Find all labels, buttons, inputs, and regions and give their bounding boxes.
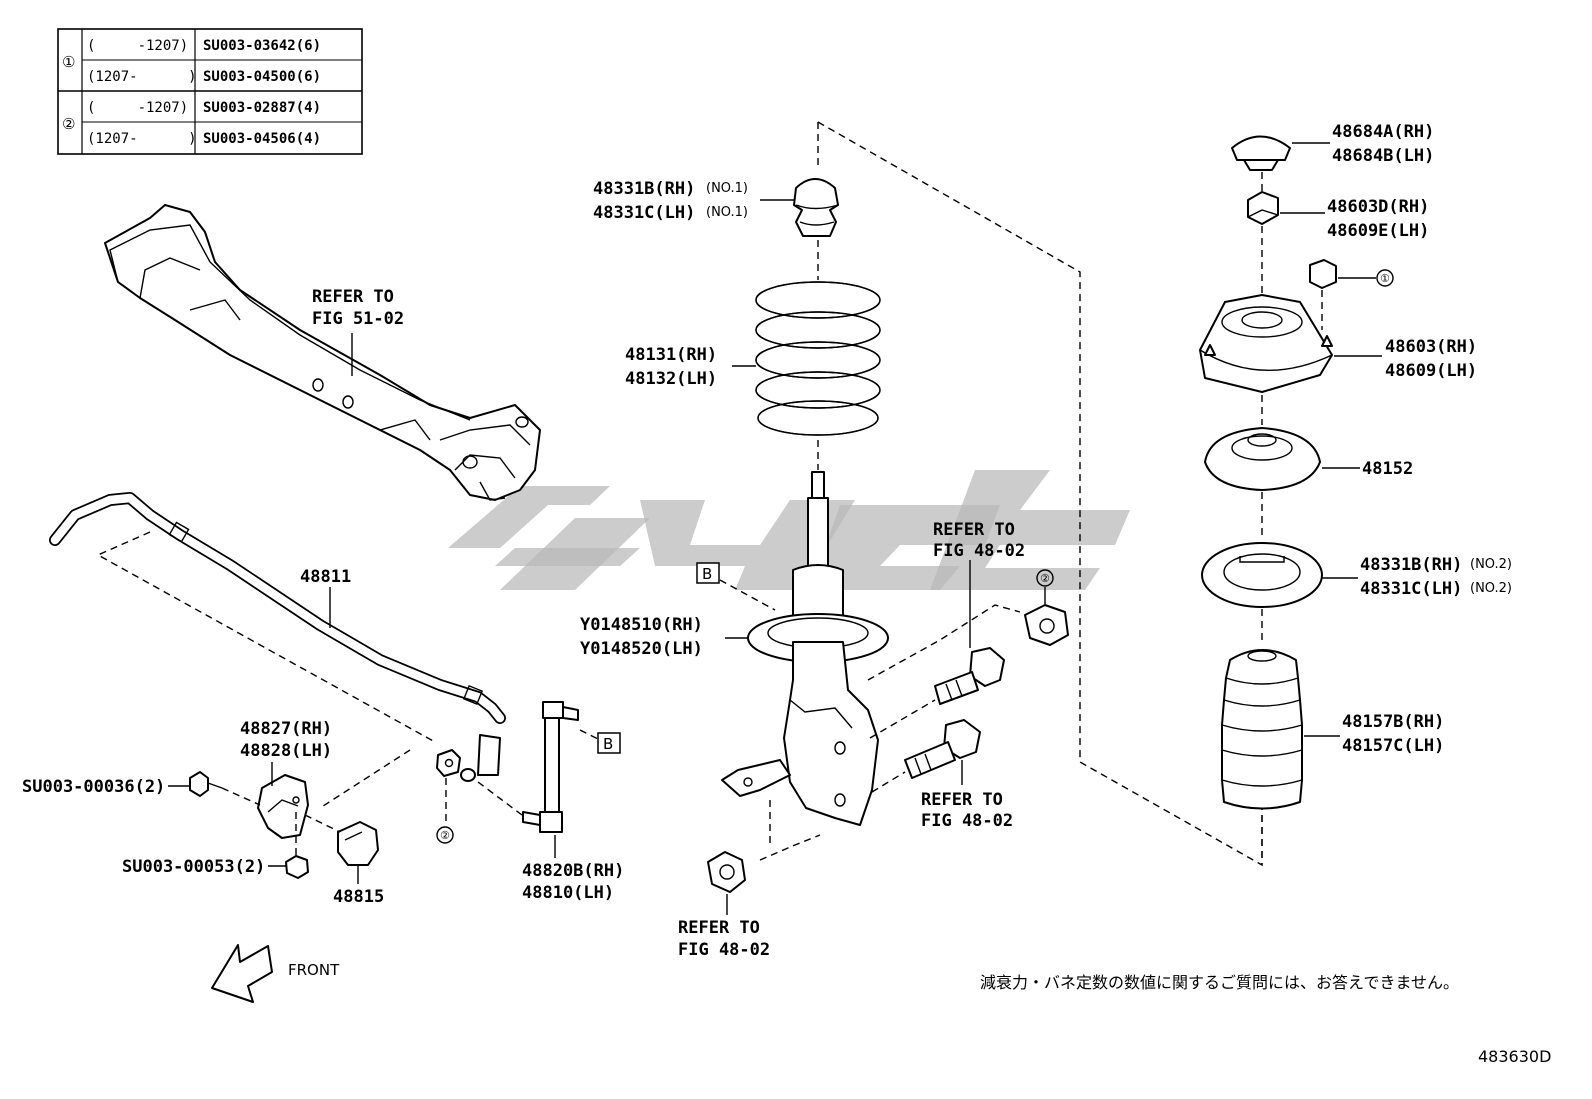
part-number-48828: 48828(LH) (240, 741, 332, 761)
refer-fig-48-02-label: REFER TO (921, 790, 1003, 810)
table-part: SU003-04506(4) (203, 131, 321, 147)
nut-illustration (1247, 191, 1279, 225)
nut-illustration (1309, 259, 1337, 289)
part-number-48811: 48811 (300, 567, 351, 587)
bushing-illustration (337, 821, 379, 866)
refer-fig-48-02-label: FIG 48-02 (933, 541, 1025, 561)
stabilizer-bar-illustration (49, 492, 506, 724)
refer-fig-48-02-label: REFER TO (678, 918, 760, 938)
part-number-48609e: 48609E(LH) (1327, 221, 1429, 241)
refer-fig-51-02-label: FIG 51-02 (312, 309, 404, 329)
marker-1-circle (1376, 269, 1394, 287)
table-part: SU003-02887(4) (203, 100, 321, 116)
refer-fig-48-02-label: REFER TO (933, 520, 1015, 540)
part-number-su003-00053: SU003-00053(2) (122, 857, 265, 877)
part-number-48815: 48815 (333, 887, 384, 907)
note-no1: (NO.1) (706, 181, 748, 196)
shock-absorber-illustration (721, 471, 889, 826)
coil-spring-illustration (755, 281, 881, 436)
refer-fig-48-02-label: FIG 48-02 (921, 811, 1013, 831)
stabilizer-link-illustration (460, 701, 579, 833)
part-number-48331b-no1: 48331B(RH) (593, 179, 695, 199)
nut-illustration (436, 749, 461, 777)
table-range: (1207- ) (87, 69, 197, 85)
refer-fig-51-02-label: REFER TO (312, 287, 394, 307)
marker-2-circle (436, 826, 454, 844)
refer-fig-48-02-label: FIG 48-02 (678, 940, 770, 960)
marker-1: ① (1380, 272, 1390, 285)
nut-illustration (1024, 604, 1069, 646)
bolt-table: ① ② ( -1207) SU003-03642(6) (1207- ) SU0… (57, 28, 363, 155)
crossmember-illustration (104, 204, 541, 501)
part-number-su003-00036: SU003-00036(2) (22, 777, 165, 797)
bearing-illustration (1204, 427, 1321, 491)
marker-2-circle (1036, 569, 1054, 587)
dust-boot-illustration (1221, 649, 1303, 810)
note-no2: (NO.2) (1470, 557, 1512, 572)
part-number-48331c-no2: 48331C(LH) (1360, 579, 1462, 599)
table-range: (1207- ) (87, 131, 197, 147)
cap-illustration (1231, 135, 1291, 171)
bolt-illustration (904, 719, 981, 779)
table-range: ( -1207) (87, 100, 188, 116)
table-range: ( -1207) (87, 38, 188, 54)
part-number-48331c-no1: 48331C(LH) (593, 203, 695, 223)
bump-stopper-no1-illustration (793, 178, 839, 237)
part-number-48132: 48132(LH) (625, 369, 717, 389)
nut-illustration (285, 855, 309, 879)
part-number-y0148520: Y0148520(LH) (580, 639, 703, 659)
part-number-48131: 48131(RH) (625, 345, 717, 365)
part-number-48331b-no2: 48331B(RH) (1360, 555, 1462, 575)
front-label: FRONT (288, 961, 340, 979)
part-number-48810: 48810(LH) (522, 883, 614, 903)
bolt-illustration (934, 647, 1005, 705)
watermark-logo (448, 470, 1130, 590)
part-number-48157c: 48157C(LH) (1342, 736, 1444, 756)
bracket-illustration (189, 771, 309, 839)
table-marker-1: ① (62, 53, 75, 71)
table-part: SU003-03642(6) (203, 38, 321, 54)
note-no1: (NO.1) (706, 205, 748, 220)
marker-2: ② (440, 829, 450, 842)
part-number-48820b: 48820B(RH) (522, 861, 624, 881)
part-number-y0148510: Y0148510(RH) (580, 615, 703, 635)
part-number-48684a: 48684A(RH) (1332, 122, 1434, 142)
figure-code: 483630D (1478, 1047, 1551, 1066)
marker-b: B (702, 565, 712, 583)
part-number-48603: 48603(RH) (1385, 337, 1477, 357)
part-number-48603d: 48603D(RH) (1327, 197, 1429, 217)
marker-b: B (603, 735, 613, 753)
part-number-48152: 48152 (1362, 459, 1413, 479)
part-number-48827: 48827(RH) (240, 719, 332, 739)
part-number-48157b: 48157B(RH) (1342, 712, 1444, 732)
nut-illustration (707, 851, 746, 893)
marker-2: ② (1040, 572, 1050, 585)
note-no2: (NO.2) (1470, 581, 1512, 596)
table-part: SU003-04500(6) (203, 69, 321, 85)
japanese-note: 減衰力・バネ定数の数値に関するご質問には、お答えできません。 (980, 973, 1459, 992)
front-arrow-icon (211, 944, 273, 1003)
table-marker-2: ② (62, 115, 75, 133)
spring-seat-illustration (1201, 542, 1323, 608)
part-number-48684b: 48684B(LH) (1332, 146, 1434, 166)
part-number-48609: 48609(LH) (1385, 361, 1477, 381)
upper-support-illustration (1199, 294, 1333, 393)
